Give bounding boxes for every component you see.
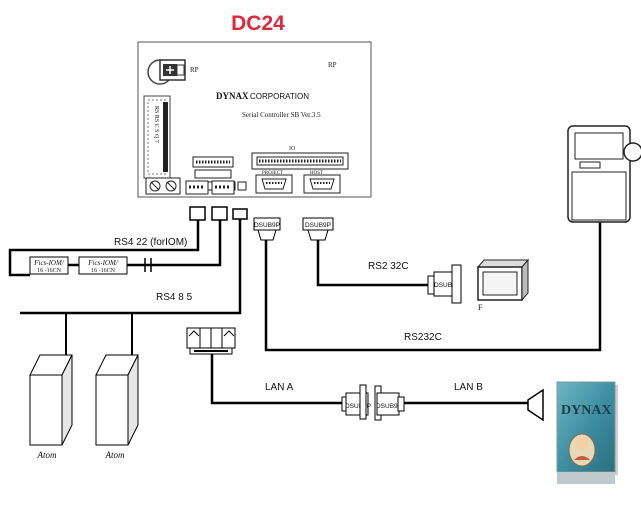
iom-module-line1: Fics-IOM/ [87, 259, 119, 267]
ribbon-marks: RS RS C S Q 7 [153, 106, 159, 143]
atom-tower: Atom [95, 354, 139, 460]
rs422-cable-1 [8, 215, 200, 277]
iom-module-line2: 16 -16CN [37, 268, 62, 274]
handheld-terminal-icon [567, 125, 641, 223]
rs232c-handheld-label: RS232C [404, 332, 442, 343]
dsub9p-label: DSUB9P [376, 403, 402, 410]
atom-label: Atom [105, 450, 125, 460]
board-corporation: CORPORATION [250, 92, 309, 101]
ribbon-connector: RS RS C S Q 7 [143, 95, 171, 179]
pc-monitor-icon: F [476, 258, 530, 312]
rp-left-label: RP [190, 66, 199, 74]
io-header-connector [251, 152, 349, 170]
dsub9p-label: DSUB9P [305, 222, 331, 229]
iom-module-line1: Fics-IOM/ [33, 259, 65, 267]
atom-label: Atom [37, 450, 57, 460]
board-brand: DYNAX [216, 91, 249, 101]
board-subtitle: Serial Controller SB Ver.3.5 [242, 111, 321, 119]
rp-right-label: RP [328, 61, 337, 69]
dsub9p-lan-b-connector: DSUB9P [374, 385, 405, 421]
lan-a-label: LAN A [265, 382, 294, 393]
project-port-label: PROJECT [262, 171, 283, 176]
iom-module: Fics-IOM/ 16 -16CN [78, 256, 128, 275]
card-brand: DYNAX [561, 403, 612, 418]
rs485-label: RS4 8 5 [156, 292, 193, 303]
lan-b-label: LAN B [454, 382, 483, 393]
battery-holder-icon: RP [147, 59, 199, 85]
atom-tower: Atom [29, 354, 73, 460]
rs232c-pc-label: RS2 32C [368, 261, 409, 272]
rs422-terminal-connector [189, 206, 228, 221]
host-port-label: HOST [310, 171, 323, 176]
dsub9p-label: DSUB9P [254, 222, 280, 229]
dsub9p-connector: DSUB9P [302, 217, 334, 241]
lan-b-connector-bell [527, 388, 544, 422]
dsub9p-pc-connector: DSUB9P [427, 264, 462, 304]
dynax-card-image: DYNAX [556, 381, 618, 484]
iom-module-line2: 16 -16CN [91, 268, 116, 274]
iom-module: Fics-IOM/ 16 -16CN [29, 256, 69, 275]
dsub9p-label: DSUB9P [345, 403, 371, 410]
dsub9p-connector: DSUB9P [253, 217, 281, 241]
rs422-cable-2 [140, 215, 222, 267]
dsub-port-host [303, 174, 341, 194]
rs485-terminal-connector [232, 208, 248, 220]
dsub-port-project [255, 174, 293, 194]
dsub9p-label: DSUB9P [434, 282, 460, 289]
dsub9p-lan-a-connector: DSUB9P [341, 384, 371, 420]
cables [8, 215, 602, 405]
io-label: IO [289, 146, 296, 152]
monitor-mark: F [478, 303, 483, 312]
rs232c-pc-cable [316, 232, 428, 287]
lan-terminal-block [186, 327, 236, 355]
dc24-board: RP RP RS RS C S Q 7 DYNAX CORPORATION Se… [137, 41, 372, 198]
diagram-title: DC24 [231, 12, 285, 35]
rs232c-handheld-cable [264, 222, 602, 352]
terminal-block [145, 177, 235, 195]
break-mark [144, 258, 152, 272]
rs422-label: RS4 22 (forIOM) [114, 237, 187, 248]
lan-a-cable [210, 352, 342, 405]
rs485-cable [20, 217, 242, 315]
